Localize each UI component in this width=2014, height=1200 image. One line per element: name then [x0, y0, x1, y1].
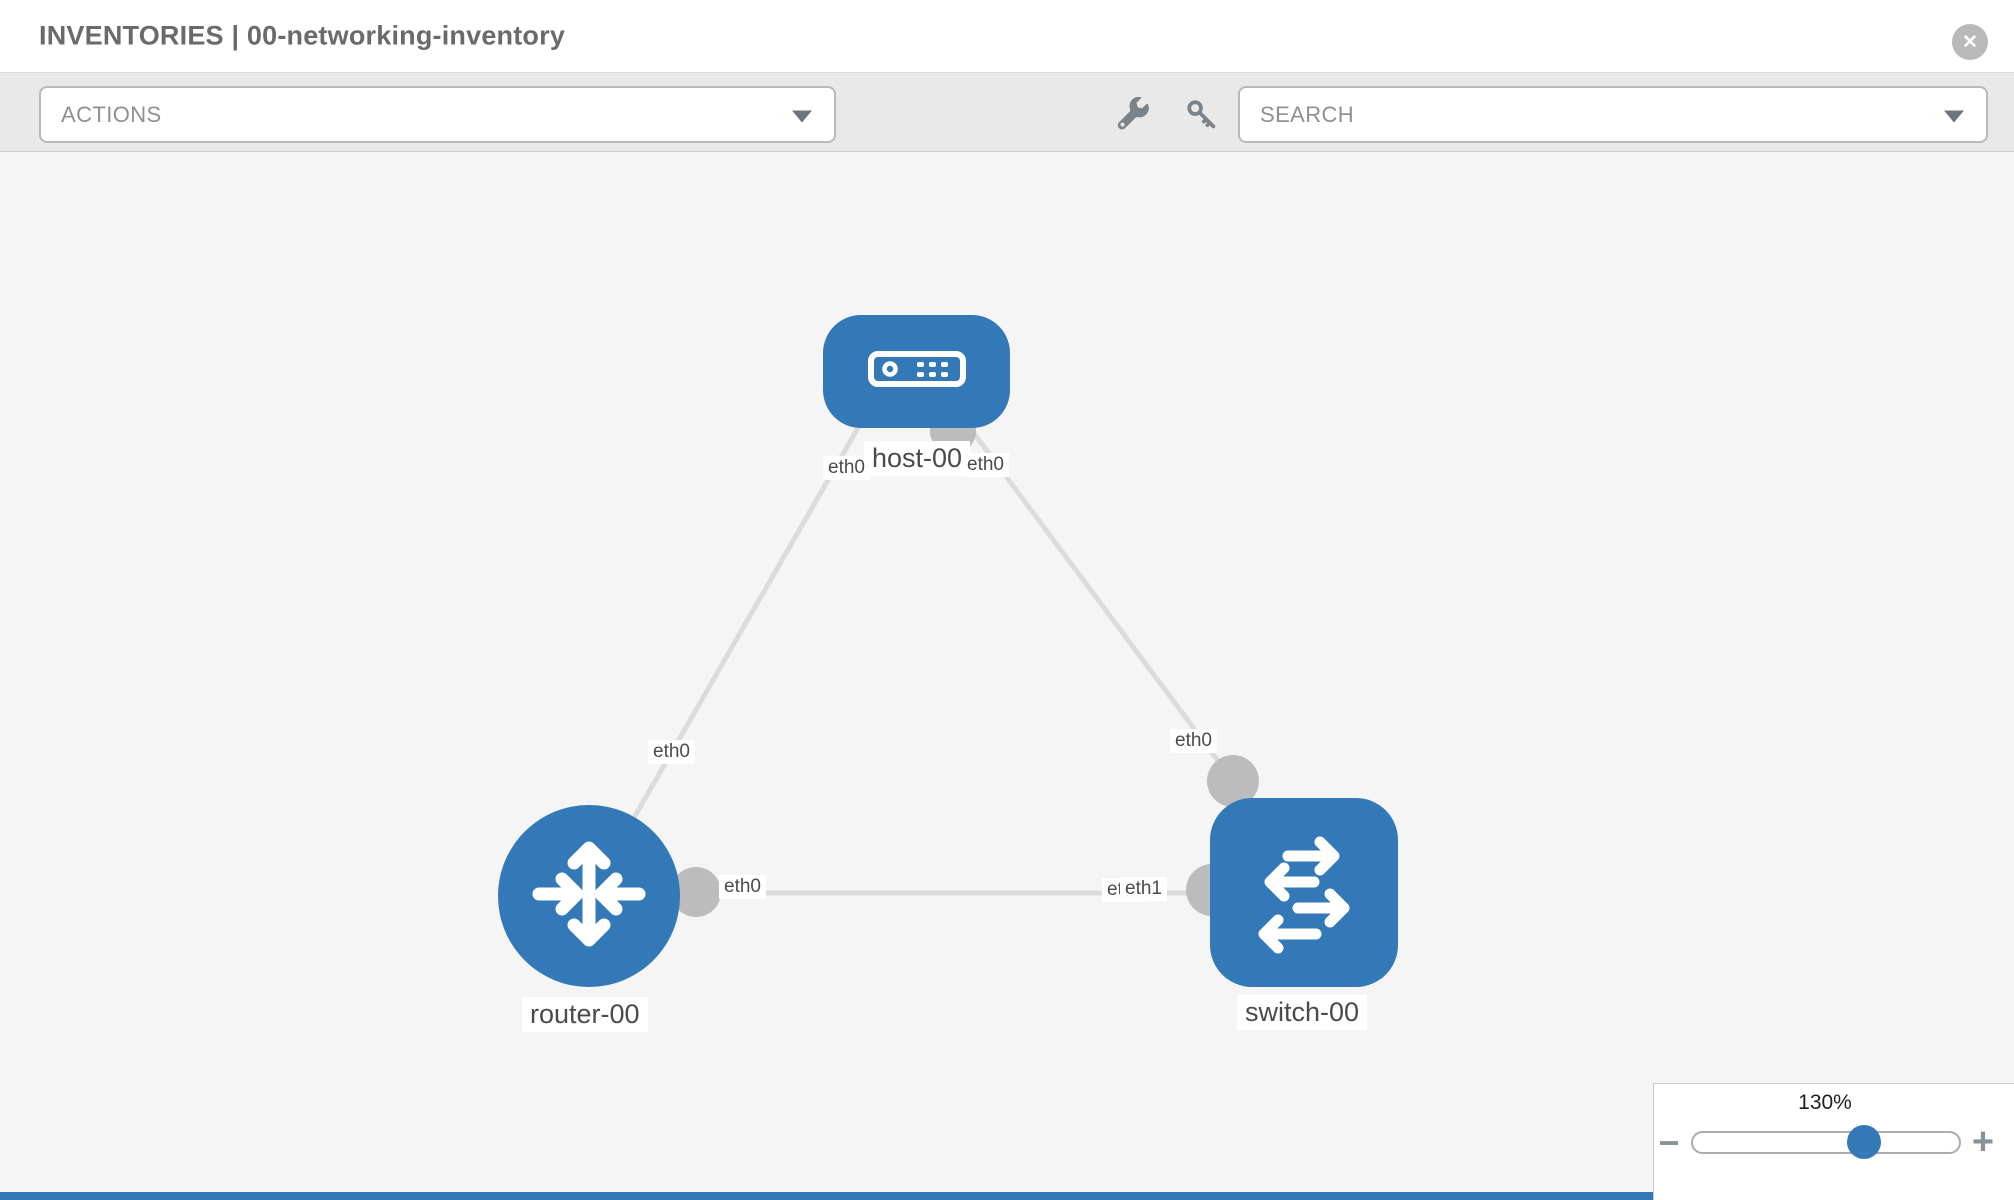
toolbar: ACTIONS SEARCH: [0, 72, 2014, 152]
minus-icon: −: [1658, 1122, 1680, 1163]
zoom-level-value: 130%: [1798, 1091, 1852, 1114]
actions-dropdown-label: ACTIONS: [61, 101, 162, 127]
key-icon: [1185, 98, 1217, 133]
interface-label: eth0: [1170, 729, 1217, 753]
caret-down-icon: [792, 109, 812, 122]
zoom-in-button[interactable]: +: [1966, 1120, 2000, 1163]
interface-label: eth1: [1120, 877, 1167, 901]
node-router-00[interactable]: [498, 805, 680, 987]
node-label-host: host-00: [864, 441, 971, 476]
zoom-slider-thumb[interactable]: [1847, 1125, 1881, 1159]
key-credentials-button[interactable]: [1181, 95, 1221, 135]
close-button[interactable]: ✕: [1952, 24, 1988, 60]
node-label-switch: switch-00: [1237, 995, 1368, 1030]
interface-label: eth0: [648, 740, 695, 764]
interface-label: eth0: [962, 453, 1009, 477]
configure-tools-button[interactable]: [1113, 95, 1153, 135]
header: INVENTORIES | 00-networking-inventory ✕: [0, 0, 2014, 72]
switch-icon: [1230, 816, 1378, 969]
zoom-slider-track[interactable]: [1691, 1131, 1961, 1154]
caret-down-icon: [1944, 109, 1964, 122]
bottom-accent-bar: [0, 1192, 1653, 1200]
topology-links-layer: [586, 405, 1300, 917]
close-icon: ✕: [1962, 31, 1978, 53]
zoom-out-button[interactable]: −: [1652, 1122, 1686, 1163]
node-host-00[interactable]: [823, 315, 1010, 428]
wrench-icon: [1116, 96, 1150, 134]
switch-icon-node[interactable]: [1210, 798, 1398, 987]
topology-canvas[interactable]: host-00 router-00 switch-00 eth0 eth0 et…: [0, 152, 2014, 1200]
link-host-switch[interactable]: [961, 418, 1236, 783]
node-label-router: router-00: [522, 997, 648, 1032]
host-icon: [867, 349, 967, 394]
interface-dot-switch-top[interactable]: [1207, 755, 1259, 807]
interface-label: eth0: [823, 456, 870, 480]
search-dropdown[interactable]: SEARCH: [1238, 86, 1988, 143]
actions-dropdown[interactable]: ACTIONS: [39, 86, 836, 143]
zoom-control-panel: 130% − +: [1653, 1083, 2014, 1200]
router-icon: [527, 832, 651, 961]
plus-icon: +: [1971, 1120, 1995, 1163]
link-router-host[interactable]: [586, 405, 873, 898]
interface-label: eth0: [719, 875, 766, 899]
page-title: INVENTORIES | 00-networking-inventory: [39, 20, 566, 51]
interface-dot-router-right[interactable]: [671, 867, 721, 917]
search-dropdown-label: SEARCH: [1260, 101, 1355, 127]
